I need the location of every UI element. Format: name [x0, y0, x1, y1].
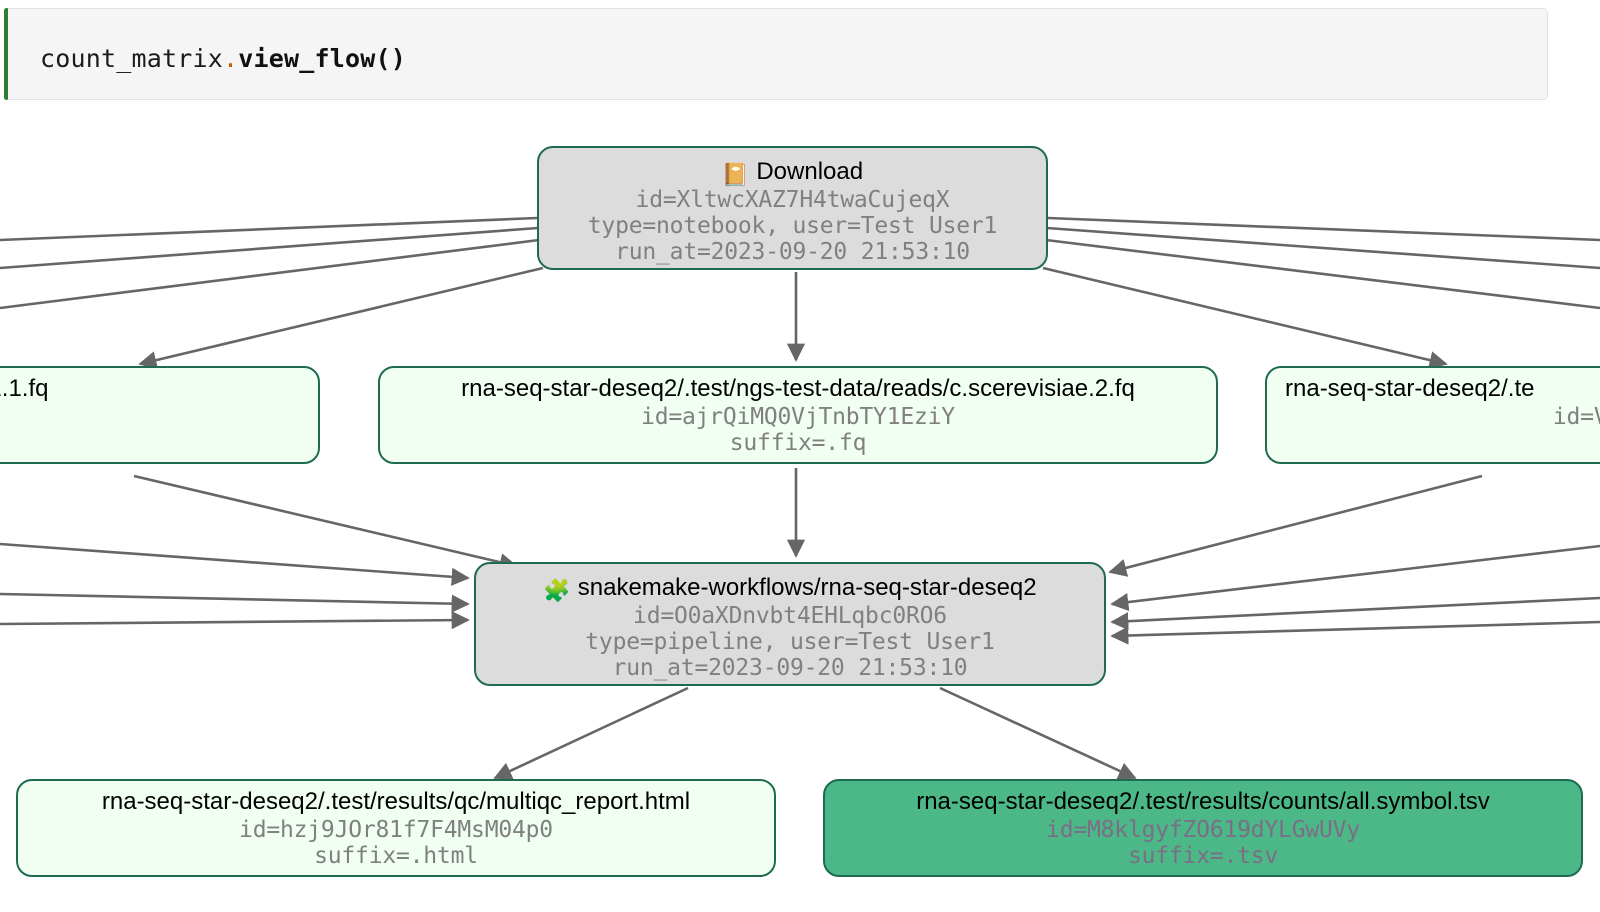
node-fq-right[interactable]: rna-seq-star-deseq2/.te id=VM — [1265, 366, 1600, 464]
node-download-title-text: Download — [756, 158, 864, 185]
node-multiqc-report[interactable]: rna-seq-star-deseq2/.test/results/qc/mul… — [16, 779, 776, 877]
node-fq-right-title: rna-seq-star-deseq2/.te — [1285, 375, 1535, 402]
node-download-type: type=notebook, user=Test User1 — [587, 213, 998, 239]
node-fq-mid-title: rna-seq-star-deseq2/.test/ngs-test-data/… — [461, 375, 1135, 402]
edge-pipeline-counts — [939, 686, 1137, 780]
edge-offscreen-left-a-pipeline — [0, 542, 470, 586]
code-cell-accent-bar — [4, 8, 9, 100]
node-download[interactable]: 📔Download id=XltwcXAZ7H4twaCujeqX type=n… — [537, 146, 1048, 270]
notebook-icon: 📔 — [721, 162, 750, 187]
node-pipeline-title-text: snakemake-workflows/rna-seq-star-deseq2 — [577, 574, 1037, 601]
edge-download-offscreen-right-3 — [1045, 238, 1600, 310]
node-multiqc-id: id=hzj9JOr81f7F4MsM04p0 — [239, 817, 553, 843]
edge-download-fq-left — [138, 266, 544, 370]
edge-download-offscreen-left-1 — [0, 216, 538, 242]
edge-download-offscreen-right-2 — [1046, 226, 1600, 270]
node-fq-left-title: a/reads/a.chr21.1.fq — [0, 375, 49, 402]
code-token-call: view_flow() — [238, 44, 407, 73]
code-token-object: count_matrix — [40, 44, 224, 73]
node-fq-mid-id: id=ajrQiMQ0VjTnbTY1EziY — [641, 404, 955, 430]
edge-download-offscreen-left-2 — [0, 226, 539, 270]
edge-pipeline-multiqc — [493, 686, 689, 780]
node-pipeline-runat: run_at=2023-09-20 21:53:10 — [612, 655, 968, 681]
edge-download-offscreen-left-3 — [0, 238, 540, 310]
edge-offscreen-right-a-pipeline — [1110, 544, 1600, 612]
code-cell-source[interactable]: count_matrix.view_flow() — [40, 44, 406, 73]
node-counts-id: id=M8klgyfZO619dYLGwUVy — [1046, 817, 1360, 843]
edge-fq-right-pipeline — [1108, 474, 1483, 577]
node-counts-title: rna-seq-star-deseq2/.test/results/counts… — [916, 788, 1490, 815]
node-counts-suffix: suffix=.tsv — [1127, 843, 1279, 869]
edge-offscreen-left-c-pipeline — [0, 611, 470, 630]
code-cell[interactable]: count_matrix.view_flow() — [0, 8, 1554, 100]
puzzle-piece-icon: 🧩 — [543, 578, 571, 603]
node-fq-mid-suffix: suffix=.fq — [729, 430, 867, 456]
edge-download-offscreen-right-1 — [1047, 216, 1600, 242]
node-counts-tsv[interactable]: rna-seq-star-deseq2/.test/results/counts… — [823, 779, 1583, 877]
code-token-dot: . — [223, 44, 239, 73]
edge-download-fq-right — [1042, 266, 1448, 370]
edge-offscreen-left-b-pipeline — [0, 592, 470, 613]
node-download-id: id=XltwcXAZ7H4twaCujeqX — [635, 187, 950, 213]
edge-offscreen-right-b-pipeline — [1110, 596, 1600, 631]
node-pipeline-type: type=pipeline, user=Test User1 — [585, 629, 995, 655]
node-multiqc-title: rna-seq-star-deseq2/.test/results/qc/mul… — [101, 788, 691, 815]
code-cell-body[interactable] — [8, 8, 1548, 100]
edge-fq-left-pipeline — [133, 474, 518, 572]
node-fq-right-id: id=VM — [1552, 404, 1600, 430]
node-fq-left[interactable]: a/reads/a.chr21.1.fq OMQ5w64 — [0, 366, 320, 464]
node-fq-left-id: OMQ5w64 — [0, 404, 318, 430]
node-download-runat: run_at=2023-09-20 21:53:10 — [615, 239, 970, 265]
node-pipeline-title: 🧩snakemake-workflows/rna-seq-star-deseq2 — [476, 573, 1104, 603]
node-download-title: 📔Download — [539, 157, 1046, 187]
node-multiqc-suffix: suffix=.html — [314, 843, 478, 869]
node-pipeline[interactable]: 🧩snakemake-workflows/rna-seq-star-deseq2… — [474, 562, 1106, 686]
node-pipeline-id: id=O0aXDnvbt4EHLqbc0RO6 — [633, 603, 947, 629]
node-fq-mid[interactable]: rna-seq-star-deseq2/.test/ngs-test-data/… — [378, 366, 1218, 464]
edge-offscreen-right-c-pipeline — [1110, 620, 1600, 645]
